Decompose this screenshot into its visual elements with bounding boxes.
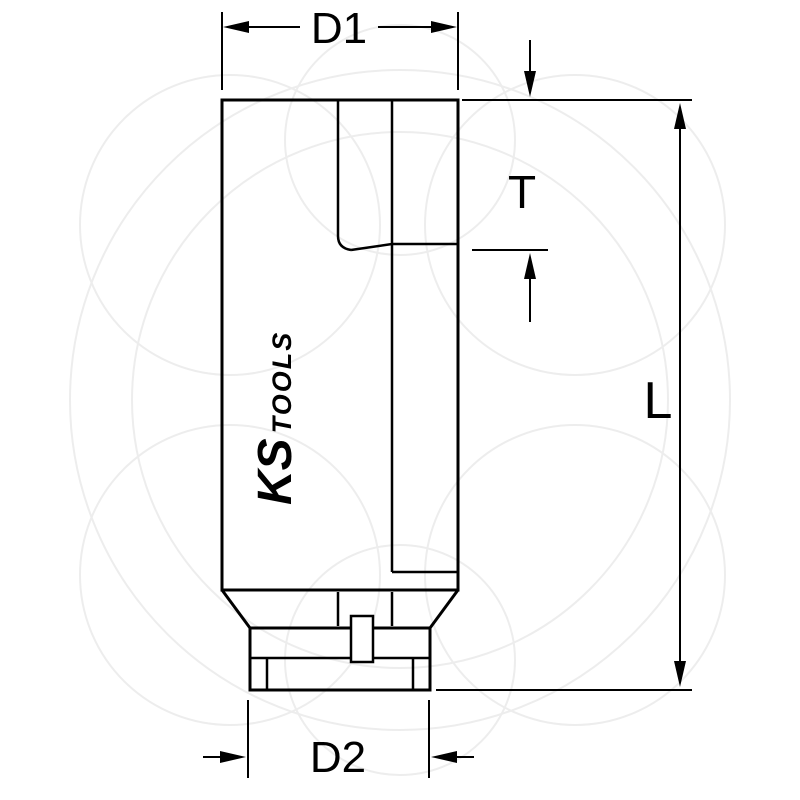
d1-arrow-left-icon bbox=[223, 21, 249, 33]
watermark-circle bbox=[424, 74, 726, 376]
t-arrow-up-icon bbox=[524, 253, 536, 279]
l-label: L bbox=[644, 372, 673, 430]
l-arrow-up-icon bbox=[674, 103, 686, 129]
brand-logo: KS TOOLS bbox=[249, 331, 302, 505]
d2-arrow-right-icon bbox=[220, 751, 246, 763]
logo-suffix-text: TOOLS bbox=[267, 331, 297, 434]
t-arrow-down-icon bbox=[524, 71, 536, 97]
chamfer-right bbox=[428, 589, 460, 629]
dimension-l: L bbox=[436, 103, 692, 691]
watermark-circle bbox=[131, 131, 669, 669]
watermark-circle bbox=[69, 69, 731, 731]
t-label: T bbox=[508, 166, 536, 218]
watermark-circle bbox=[79, 424, 381, 726]
logo-brand-text: KS bbox=[249, 438, 302, 505]
watermark-circle bbox=[284, 544, 516, 776]
d1-label: D1 bbox=[311, 4, 367, 53]
brand-logo-text: KS TOOLS bbox=[249, 331, 302, 505]
detent-pin-hole bbox=[349, 614, 375, 664]
watermark-pattern bbox=[69, 24, 731, 776]
socket-body bbox=[220, 98, 460, 692]
dimension-t: T bbox=[462, 40, 692, 322]
hex-bore-left-wall bbox=[336, 100, 352, 252]
dimension-d2: D2 bbox=[203, 700, 474, 782]
watermark-circle bbox=[424, 424, 726, 726]
dimension-d1: D1 bbox=[221, 4, 459, 90]
watermark-circle bbox=[79, 74, 381, 376]
d1-arrow-right-icon bbox=[431, 21, 457, 33]
chamfer-left bbox=[220, 589, 252, 629]
d2-label: D2 bbox=[310, 733, 366, 782]
watermark-circle bbox=[284, 24, 516, 256]
l-arrow-down-icon bbox=[674, 661, 686, 687]
d2-arrow-left-icon bbox=[431, 751, 457, 763]
